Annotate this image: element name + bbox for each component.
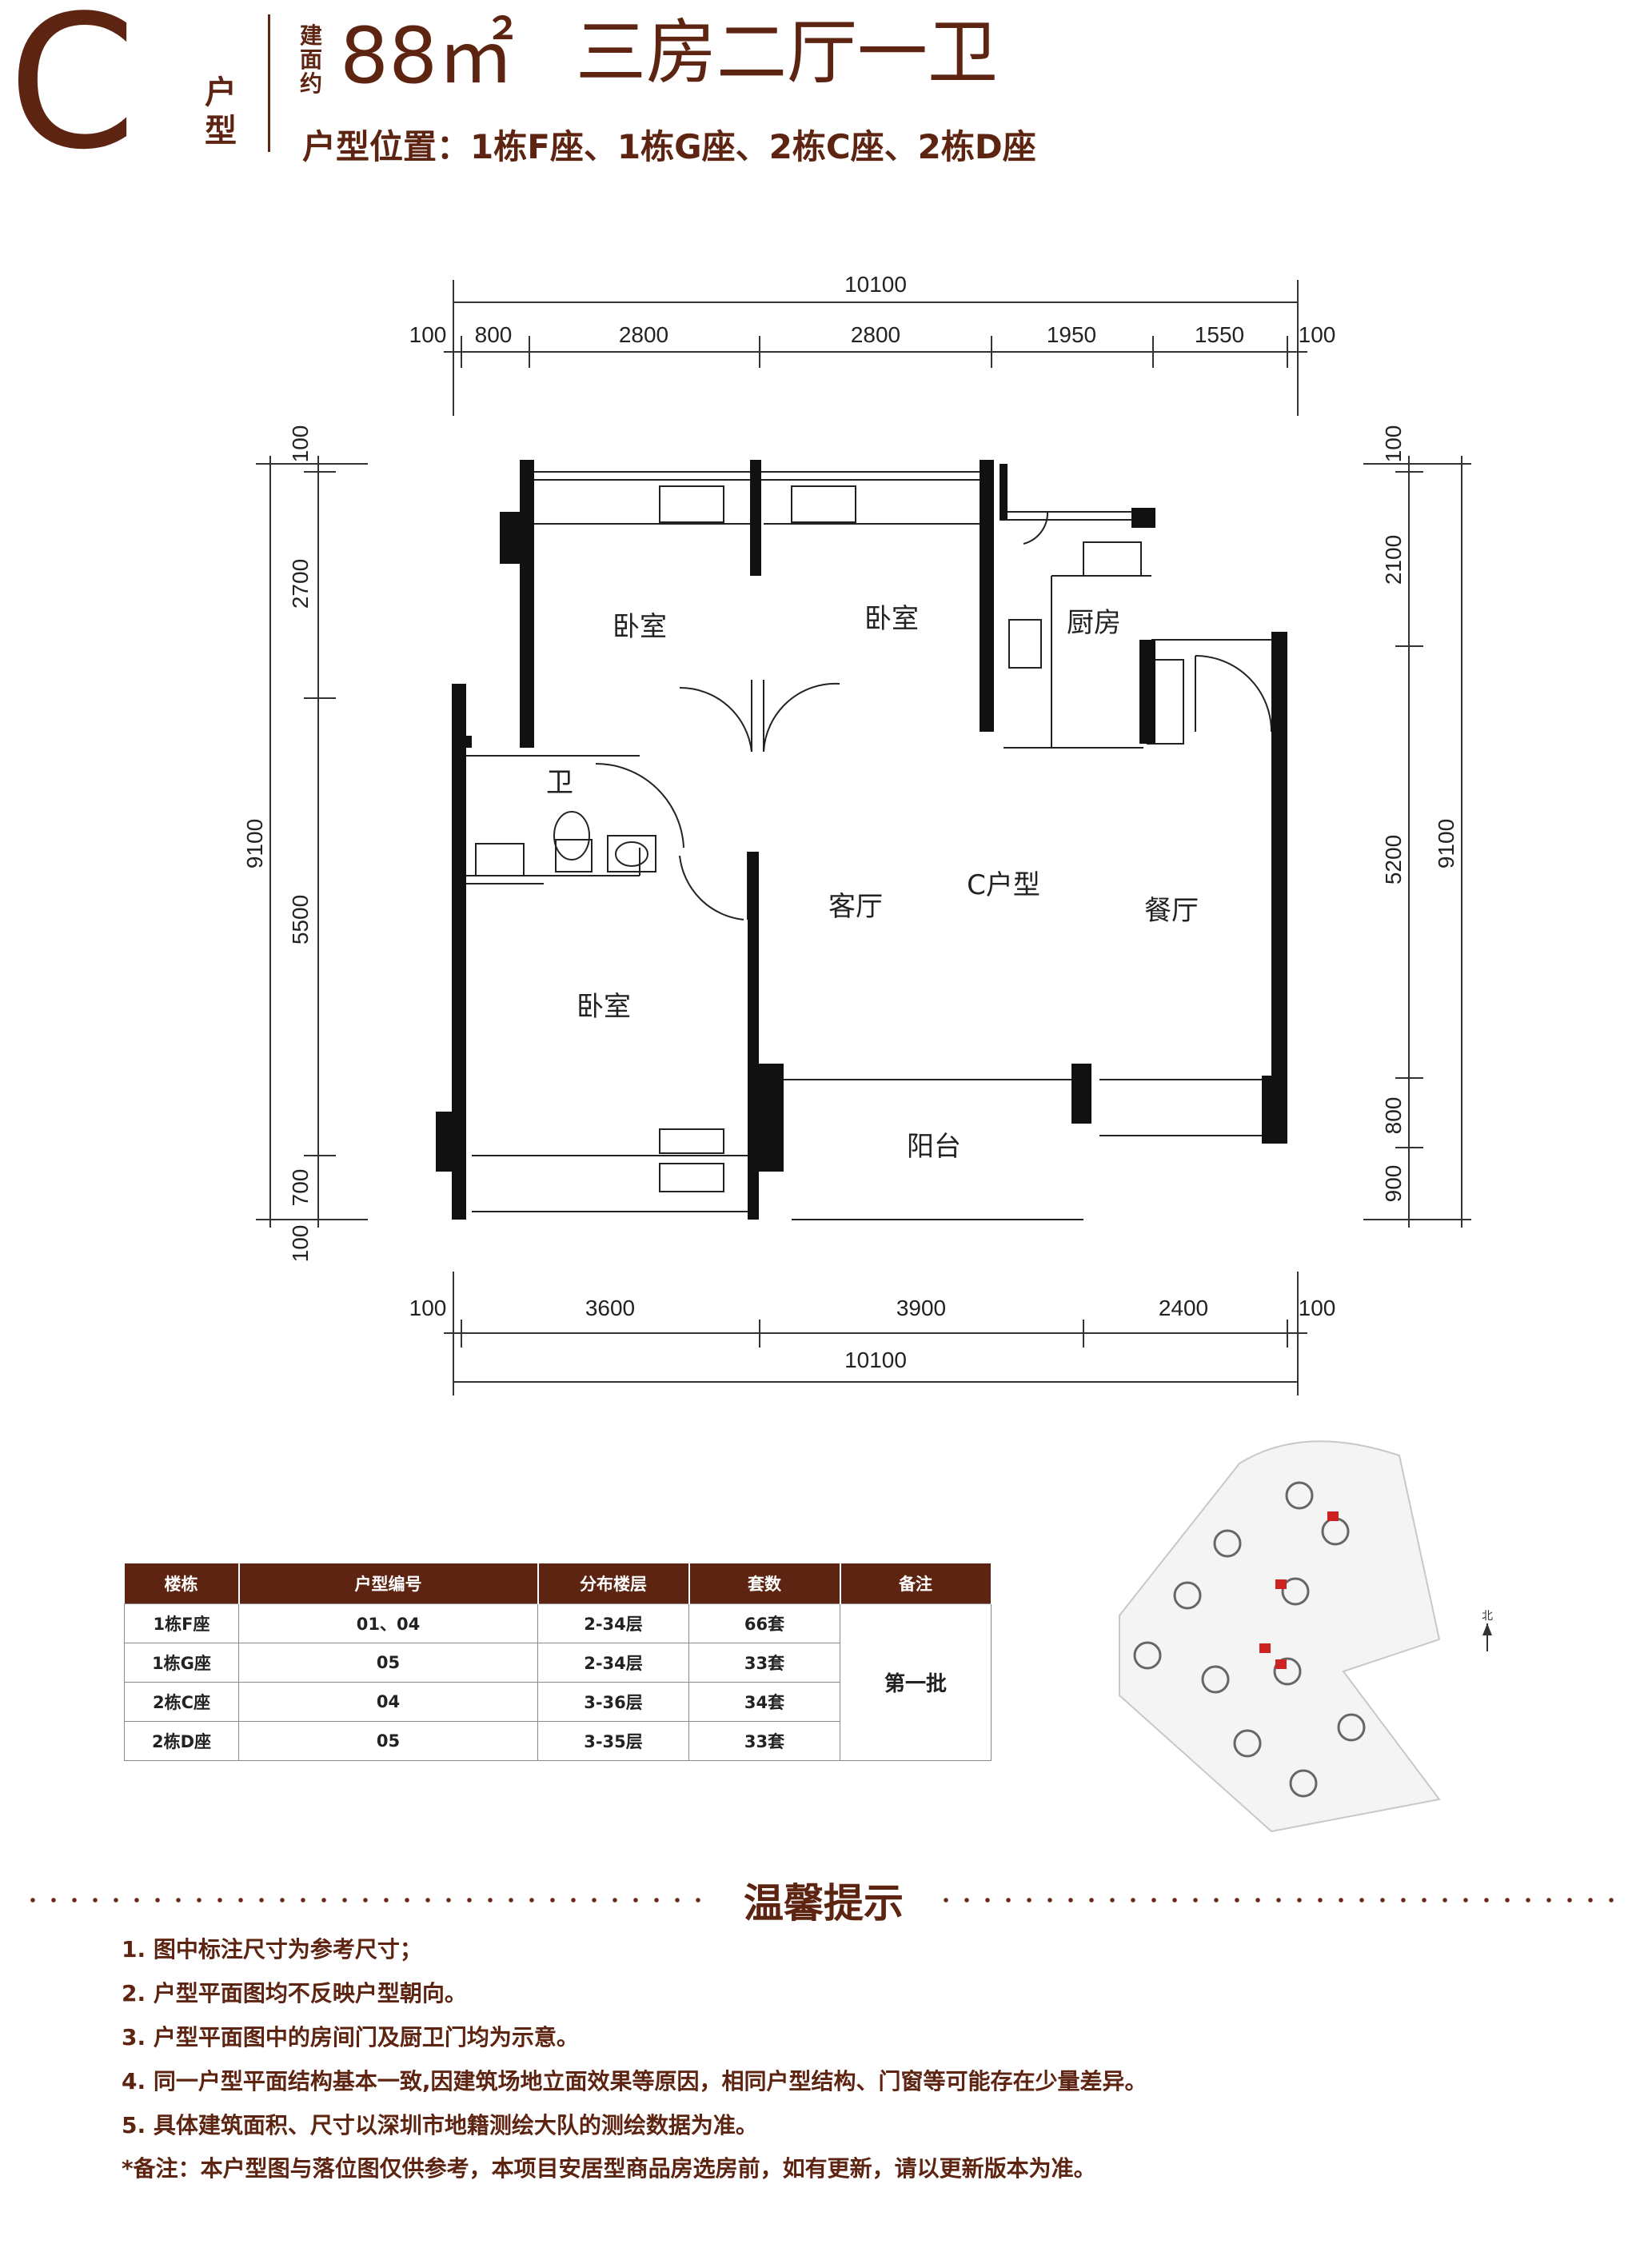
header-divider — [268, 14, 270, 152]
table-note-cell: 第一批 — [840, 1603, 992, 1761]
dim-right-seg: 5200 — [1381, 835, 1406, 884]
tips-title: 温馨提示 — [744, 1880, 904, 1927]
site-map: 北 — [1119, 1440, 1493, 1833]
table-header-cell: 套数 — [688, 1563, 841, 1604]
dim-right-seg: 2100 — [1381, 535, 1406, 585]
room-bedroom-2: 卧室 — [864, 603, 919, 635]
table-cell: 01、04 — [238, 1603, 538, 1643]
unit-position: 户型位置：1栋F座、1栋G座、2栋C座、2栋D座 — [302, 127, 1036, 166]
table-cell: 04 — [238, 1682, 538, 1722]
table-cell: 1栋F座 — [124, 1603, 239, 1643]
dim-top-seg: 100 — [1299, 322, 1336, 347]
area-value: 88㎡ — [340, 11, 515, 101]
footnote: *备注：本户型图与落位图仅供参考，本项目安居型商品房选房前，如有更新，请以更新版… — [122, 2155, 1096, 2182]
unit-type-label: 户型 — [205, 74, 237, 150]
dim-right-seg: 900 — [1381, 1165, 1406, 1203]
dotted-divider-right — [936, 1897, 1623, 1903]
table-cell: 3-35层 — [537, 1721, 689, 1761]
unit-table: 楼栋 户型编号 分布楼层 套数 备注 1栋F座 01、04 2-34层 66套 … — [124, 1563, 992, 1761]
dim-right-seg: 100 — [1381, 425, 1406, 463]
table-row: 2栋D座 05 3-35层 33套 — [124, 1721, 992, 1761]
table-cell: 05 — [238, 1643, 538, 1683]
dim-bottom-seg: 3900 — [896, 1296, 946, 1320]
dim-bottom-total: 10100 — [844, 1348, 907, 1372]
room-bathroom: 卫 — [546, 767, 573, 799]
room-bedroom-3: 卧室 — [577, 991, 631, 1023]
table-cell: 33套 — [688, 1721, 840, 1761]
tip-item: 1. 图中标注尺寸为参考尺寸； — [122, 1936, 422, 1963]
floor-plan: 10100 100 800 2800 2800 1950 1550 100 10… — [242, 272, 1471, 1396]
table-cell: 34套 — [688, 1682, 840, 1722]
dim-top-seg: 1950 — [1047, 322, 1096, 347]
room-living: 客厅 — [828, 891, 883, 923]
dotted-divider-left — [22, 1897, 710, 1903]
unit-letter: C — [8, 0, 137, 190]
dim-bottom-seg: 3600 — [585, 1296, 635, 1320]
room-kitchen: 厨房 — [1067, 607, 1121, 639]
table-row: 2栋C座 04 3-36层 34套 — [124, 1682, 992, 1722]
dim-top-seg: 100 — [409, 322, 447, 347]
table-cell: 1栋G座 — [124, 1643, 239, 1683]
dim-bottom-seg: 2400 — [1159, 1296, 1208, 1320]
table-cell: 05 — [238, 1721, 538, 1761]
table-header-cell: 楼栋 — [124, 1563, 240, 1604]
dim-right-total: 9100 — [1434, 819, 1458, 868]
dim-top-seg: 2800 — [619, 322, 668, 347]
table-cell: 3-36层 — [537, 1682, 689, 1722]
dim-left-total: 9100 — [242, 819, 267, 868]
dim-bottom-seg: 100 — [409, 1296, 447, 1320]
table-cell: 2-34层 — [537, 1603, 689, 1643]
dim-left-seg: 5500 — [288, 895, 313, 944]
table-row: 1栋G座 05 2-34层 33套 — [124, 1643, 992, 1683]
room-balcony: 阳台 — [907, 1131, 961, 1163]
room-bedroom-1: 卧室 — [613, 611, 667, 643]
dim-right-seg: 800 — [1381, 1097, 1406, 1135]
tip-item: 3. 户型平面图中的房间门及厨卫门均为示意。 — [122, 2024, 579, 2050]
table-cell: 66套 — [688, 1603, 840, 1643]
north-label: 北 — [1482, 1610, 1493, 1623]
dim-top-seg: 2800 — [851, 322, 900, 347]
table-cell: 33套 — [688, 1643, 840, 1683]
table-cell: 2栋D座 — [124, 1721, 239, 1761]
room-dining: 餐厅 — [1144, 895, 1199, 927]
room-unit-label: C户型 — [967, 869, 1040, 901]
table-header-row: 楼栋 户型编号 分布楼层 套数 备注 — [124, 1563, 992, 1604]
tip-item: 4. 同一户型平面结构基本一致,因建筑场地立面效果等原因，相同户型结构、门窗等可… — [122, 2068, 1147, 2094]
layout-title: 三房二厅一卫 — [576, 11, 999, 94]
area-prefix: 建面约 — [300, 22, 323, 97]
tip-item: 2. 户型平面图均不反映户型朝向。 — [122, 1980, 467, 2006]
table-cell: 2栋C座 — [124, 1682, 239, 1722]
dim-top-seg: 1550 — [1195, 322, 1244, 347]
table-header-cell: 户型编号 — [238, 1563, 539, 1604]
table-header-cell: 分布楼层 — [537, 1563, 690, 1604]
dim-left-seg: 700 — [288, 1169, 313, 1207]
tips-list: 1. 图中标注尺寸为参考尺寸； 2. 户型平面图均不反映户型朝向。 3. 户型平… — [122, 1927, 1147, 2147]
dim-bottom-seg: 100 — [1299, 1296, 1336, 1320]
dim-left-seg: 100 — [288, 425, 313, 463]
table-row: 1栋F座 01、04 2-34层 66套 第一批 — [124, 1603, 992, 1761]
dim-left-seg: 2700 — [288, 559, 313, 609]
tip-item: 5. 具体建筑面积、尺寸以深圳市地籍测绘大队的测绘数据为准。 — [122, 2112, 758, 2138]
dim-top-seg: 800 — [475, 322, 513, 347]
dim-top-total: 10100 — [844, 272, 907, 297]
dim-left-seg: 100 — [288, 1225, 313, 1263]
table-header-cell: 备注 — [840, 1563, 992, 1604]
table-cell: 2-34层 — [537, 1643, 689, 1683]
